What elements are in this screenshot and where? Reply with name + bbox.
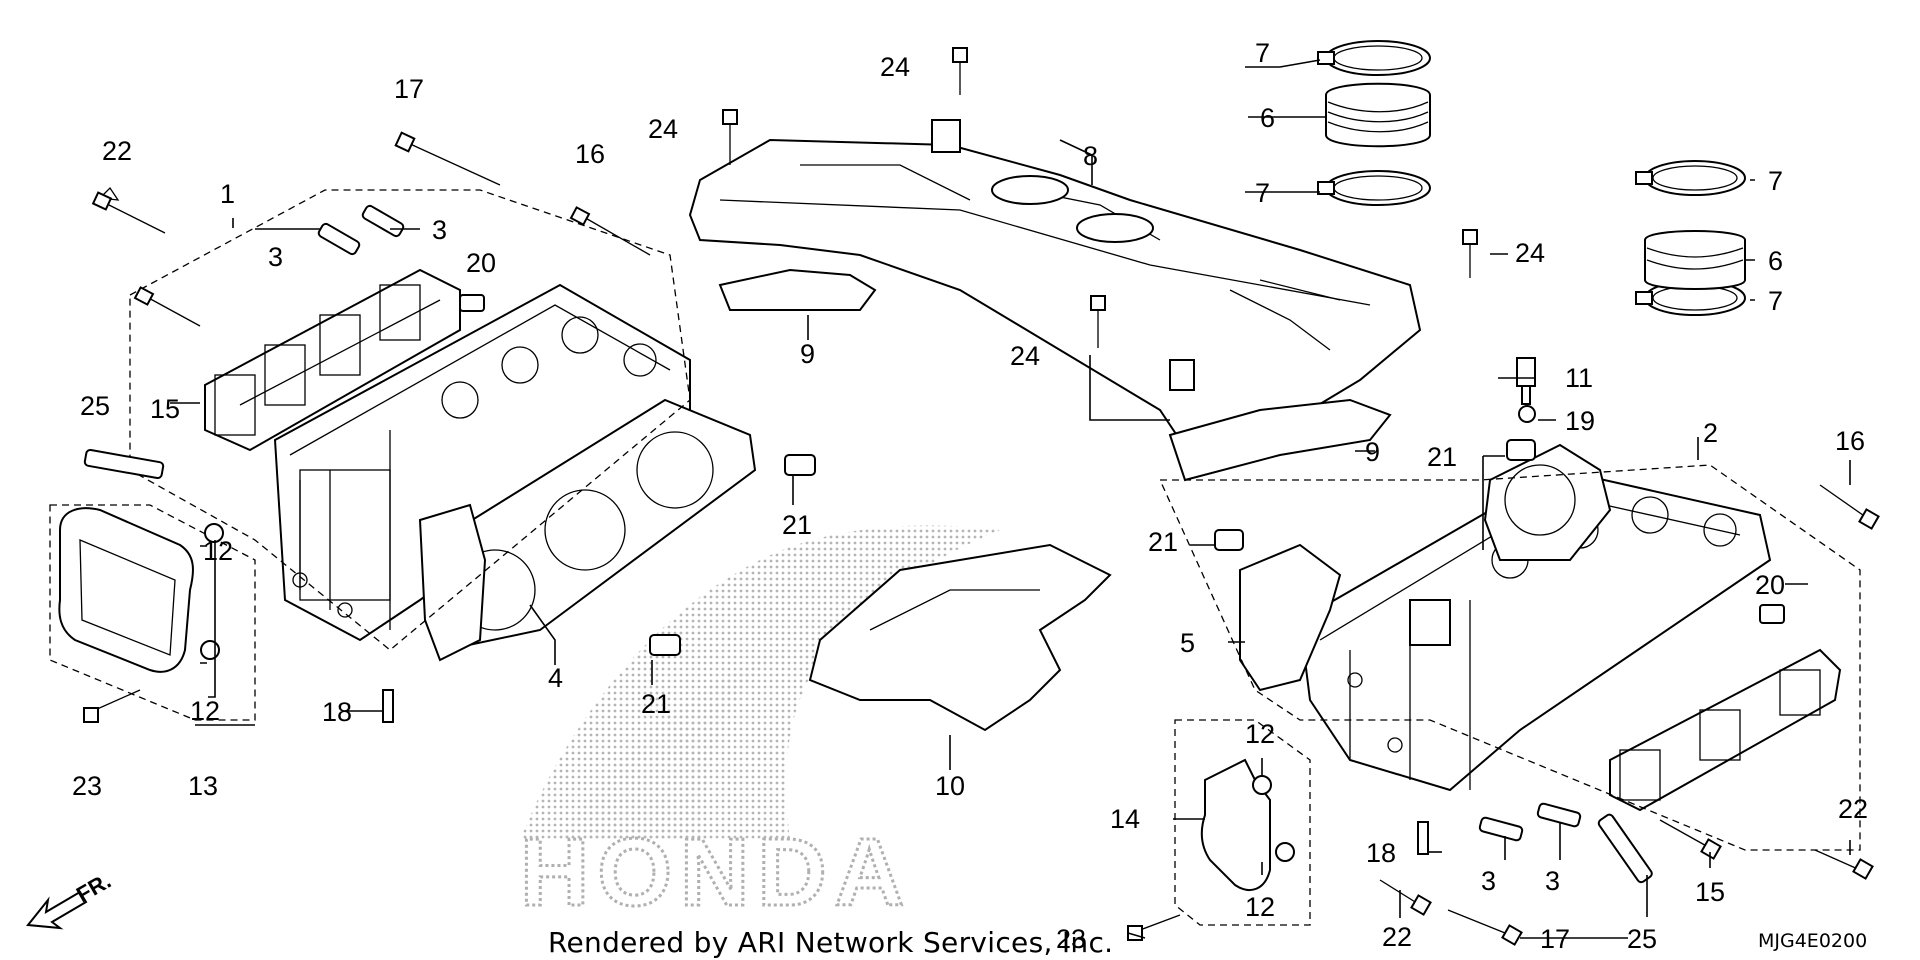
callout-16a: 16 bbox=[575, 139, 605, 169]
callout-7c: 7 bbox=[1768, 166, 1783, 196]
rear-side-cover bbox=[1200, 758, 1271, 891]
front-direction-arrow-icon: FR. bbox=[26, 868, 115, 930]
callout-3b: 3 bbox=[268, 242, 283, 272]
callout-7b: 7 bbox=[1255, 178, 1270, 208]
callout-22b: 22 bbox=[1838, 794, 1868, 824]
callout-2: 2 bbox=[1703, 418, 1718, 448]
callout-7a: 7 bbox=[1255, 38, 1270, 68]
callout-25b: 25 bbox=[1627, 924, 1657, 954]
callout-19: 19 bbox=[1565, 406, 1595, 436]
callout-10: 10 bbox=[935, 771, 965, 801]
callout-18a: 18 bbox=[322, 697, 352, 727]
rear-camshaft-holder bbox=[1609, 648, 1842, 812]
callout-15a: 15 bbox=[150, 394, 180, 424]
callout-3d: 3 bbox=[1545, 866, 1560, 896]
callout-23b: 23 bbox=[1056, 924, 1086, 954]
callout-24a: 24 bbox=[880, 52, 910, 82]
rear-cylinder-head-gasket bbox=[1483, 443, 1612, 561]
honda-watermark-text: HONDA bbox=[519, 818, 912, 928]
callout-3a: 3 bbox=[432, 215, 447, 245]
callout-12b: 12 bbox=[190, 696, 220, 726]
callout-16b: 16 bbox=[1835, 426, 1865, 456]
callout-21b: 21 bbox=[641, 689, 671, 719]
insulator-joint-right bbox=[1644, 230, 1746, 290]
callout-24d: 24 bbox=[1010, 341, 1040, 371]
callout-15b: 15 bbox=[1695, 877, 1725, 907]
callout-20b: 20 bbox=[1755, 570, 1785, 600]
svg-text:HONDA: HONDA bbox=[520, 819, 912, 926]
callout-4: 4 bbox=[548, 663, 563, 693]
insulator-joint-top bbox=[1325, 82, 1431, 148]
callout-12a: 12 bbox=[203, 536, 233, 566]
callout-9a: 9 bbox=[800, 339, 815, 369]
callout-20a: 20 bbox=[466, 248, 496, 278]
callout-23a: 23 bbox=[72, 771, 102, 801]
callout-14: 14 bbox=[1110, 804, 1140, 834]
callout-25a: 25 bbox=[80, 391, 110, 421]
callout-21d: 21 bbox=[1148, 527, 1178, 557]
honda-wing-logo bbox=[520, 525, 1000, 840]
callout-1: 1 bbox=[220, 179, 235, 209]
callout-22c: 22 bbox=[1382, 922, 1412, 952]
callout-21c: 21 bbox=[1427, 442, 1457, 472]
diagram-code: MJG4E0200 bbox=[1758, 930, 1868, 952]
rocker-shafts bbox=[317, 204, 1582, 842]
insulator-clamp-top bbox=[1317, 40, 1431, 206]
rear-dashed-outline bbox=[1158, 464, 1861, 926]
callout-8: 8 bbox=[1083, 141, 1098, 171]
callout-7d: 7 bbox=[1768, 286, 1783, 316]
temperature-sensor bbox=[1516, 357, 1536, 405]
callout-24c: 24 bbox=[1515, 238, 1545, 268]
callout-12d: 12 bbox=[1245, 892, 1275, 922]
bolts bbox=[83, 47, 1880, 946]
front-side-cover bbox=[58, 507, 194, 673]
callout-13: 13 bbox=[188, 771, 218, 801]
callout-24b: 24 bbox=[648, 114, 678, 144]
callout-22a: 22 bbox=[102, 136, 132, 166]
leader-lines bbox=[170, 59, 1851, 939]
callout-9b: 9 bbox=[1365, 437, 1380, 467]
plate-gasket bbox=[808, 543, 1112, 732]
callout-6a: 6 bbox=[1260, 103, 1275, 133]
insulator-clamp-right bbox=[1635, 160, 1746, 316]
front-camshaft-holder bbox=[204, 268, 461, 452]
dowel-pins bbox=[382, 294, 1785, 855]
callout-17a: 17 bbox=[394, 74, 424, 104]
front-cover-gasket bbox=[418, 503, 487, 662]
callout-18b: 18 bbox=[1366, 838, 1396, 868]
callout-3c: 3 bbox=[1481, 866, 1496, 896]
callout-labels: 1 2 3 3 3 3 4 5 6 6 7 7 7 7 8 9 9 10 11 … bbox=[72, 38, 1868, 954]
front-dashed-outline bbox=[49, 189, 691, 721]
callout-12c: 12 bbox=[1245, 719, 1275, 749]
callout-21a: 21 bbox=[782, 510, 812, 540]
intake-gaskets bbox=[718, 268, 1392, 482]
callout-5: 5 bbox=[1180, 628, 1195, 658]
callout-17b: 17 bbox=[1540, 924, 1570, 954]
callout-11: 11 bbox=[1565, 363, 1593, 393]
intake-manifold bbox=[688, 119, 1422, 442]
callout-6b: 6 bbox=[1768, 246, 1783, 276]
credit-text: Rendered by ARI Network Services, Inc. bbox=[548, 926, 1114, 959]
